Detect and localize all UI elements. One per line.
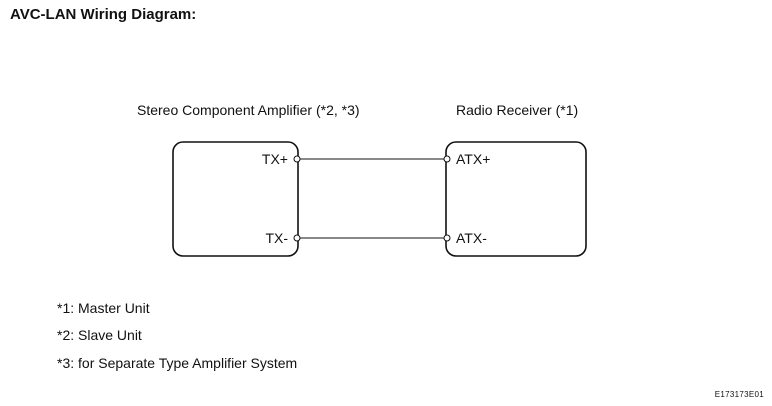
terminal-atx-minus-connector xyxy=(443,234,451,242)
amplifier-label: Stereo Component Amplifier (*2, *3) xyxy=(137,102,360,118)
terminal-tx-minus-label: TX- xyxy=(265,230,288,246)
footnote-master-unit: *1: Master Unit xyxy=(57,300,150,316)
diagram-title: AVC-LAN Wiring Diagram: xyxy=(10,6,197,23)
footnote-separate-amplifier: *3: for Separate Type Amplifier System xyxy=(57,355,298,371)
amplifier-box xyxy=(172,141,299,257)
terminal-tx-minus-connector xyxy=(293,234,301,242)
figure-code: E173173E01 xyxy=(714,390,764,399)
terminal-tx-plus-connector xyxy=(293,155,301,163)
terminal-tx-plus-label: TX+ xyxy=(262,151,288,167)
receiver-label: Radio Receiver (*1) xyxy=(456,102,579,118)
receiver-box xyxy=(445,141,587,257)
terminal-atx-plus-connector xyxy=(443,155,451,163)
footnote-slave-unit: *2: Slave Unit xyxy=(57,327,142,343)
terminal-atx-minus-label: ATX- xyxy=(456,230,487,246)
terminal-atx-plus-label: ATX+ xyxy=(456,151,490,167)
